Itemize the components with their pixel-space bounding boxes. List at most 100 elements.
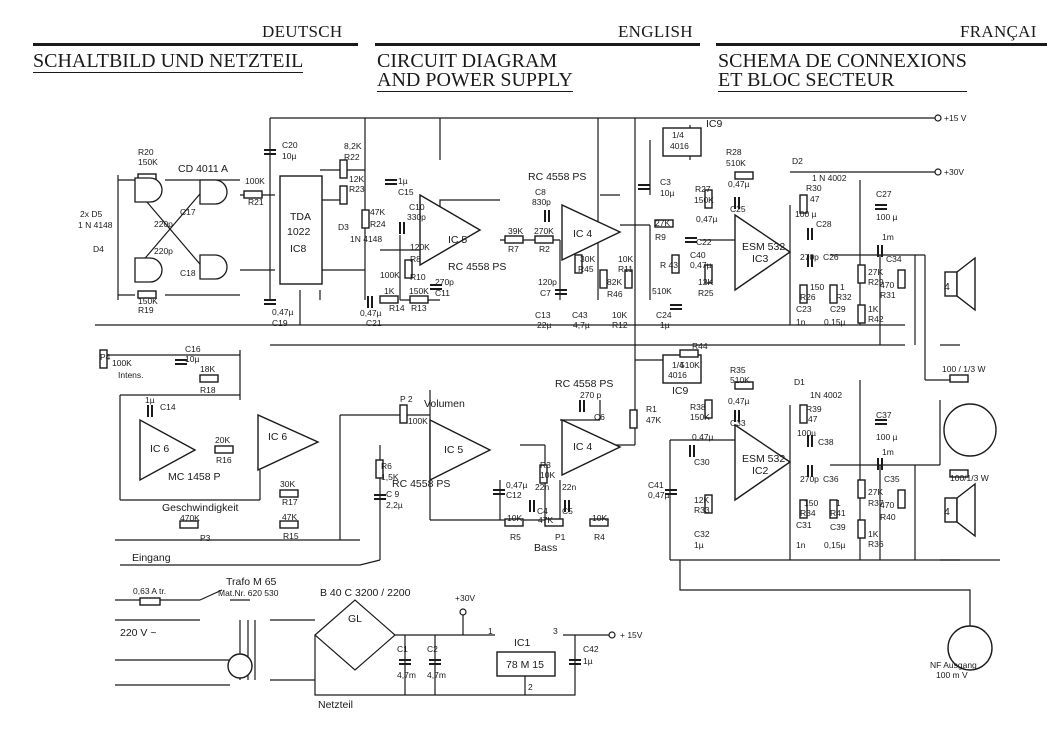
label-c20-value: 10µ xyxy=(282,151,296,161)
label-r17-value: 30K xyxy=(280,479,295,489)
label-c9-value: 2,2µ xyxy=(386,500,403,510)
label-r34: R34 xyxy=(800,508,816,518)
label-nf-level: 100 m V xyxy=(936,670,968,680)
label-c7: C7 xyxy=(540,288,551,298)
label-ic6-a: IC 6 xyxy=(150,443,169,455)
label-d45-value: 1 N 4148 xyxy=(78,220,113,230)
title-fr-line2: ET BLOC SECTEUR xyxy=(718,69,895,91)
label-ic4-b: IC 4 xyxy=(573,441,592,453)
label-r19: R19 xyxy=(138,305,154,315)
label-c11: C11 xyxy=(435,288,450,298)
label-d2-value: 1 N 4002 xyxy=(812,173,847,183)
label-d3-value: 1N 4148 xyxy=(350,234,382,244)
label-c41: C41 xyxy=(648,480,664,490)
label-r12: R12 xyxy=(612,320,628,330)
label-r18-value: 18K xyxy=(200,364,215,374)
label-c3-value: 10µ xyxy=(660,188,674,198)
label-rc4558-d: RC 4558 PS xyxy=(555,378,613,390)
label-c27-value: 100 µ xyxy=(876,212,898,222)
label-r2-value: 270K xyxy=(534,226,554,236)
label-c22: C22 xyxy=(696,237,712,247)
wires xyxy=(95,114,1000,696)
label-r29: R29 xyxy=(868,277,884,287)
label-r13-value: 150K xyxy=(409,286,429,296)
label-c38-value: 100µ xyxy=(797,428,816,438)
label-c18: C18 xyxy=(180,268,196,278)
label-r15: R15 xyxy=(283,531,299,541)
label-r32-value: 1 xyxy=(840,282,845,292)
label-c13-value: 22µ xyxy=(537,320,551,330)
label-c34: C34 xyxy=(886,254,902,264)
label-c5: C5 xyxy=(562,506,573,516)
label-r13: R13 xyxy=(411,303,427,313)
label-r46: R46 xyxy=(607,289,623,299)
label-r4: R4 xyxy=(594,532,605,542)
label-r42-value: 1K xyxy=(868,304,879,314)
label-r4-value: 10K xyxy=(592,513,607,523)
label-r3-value: 10K xyxy=(540,470,555,480)
label-c23: C23 xyxy=(796,304,812,314)
label-tda: TDA xyxy=(290,211,311,223)
label-r8: R8 xyxy=(410,254,421,264)
label-r19-value: 150K xyxy=(138,296,158,306)
din-socket-output xyxy=(947,625,993,671)
label-c38: C38 xyxy=(818,437,834,447)
label-ic9a-fraction: 1/4 xyxy=(672,130,684,140)
label-c33: C33 xyxy=(730,418,746,428)
label-p3-value: 470K xyxy=(180,513,200,523)
label-bass: Bass xyxy=(534,542,557,554)
ic6-opamp-b xyxy=(257,413,320,472)
label-r44: R44 xyxy=(692,341,708,351)
label-c6: C6 xyxy=(594,412,605,422)
speaker-2-cone xyxy=(956,482,976,538)
label-ic2: IC2 xyxy=(752,465,769,477)
label-r7: R7 xyxy=(508,244,519,254)
label-r43-value: 510K xyxy=(652,286,672,296)
label-r26: R26 xyxy=(800,292,816,302)
label-d2: D2 xyxy=(792,156,803,166)
label-r9-value: 27K xyxy=(655,218,670,228)
label-c40: C40 xyxy=(690,250,706,260)
label-c6-value: 270 p xyxy=(580,390,602,400)
label-c28: C28 xyxy=(816,219,832,229)
label-r1: R1 xyxy=(646,404,657,414)
speaker-1-cone xyxy=(956,256,976,312)
label-c29-value: 0,15µ xyxy=(824,317,846,327)
label-c35-value: 1m xyxy=(882,447,894,457)
label-r25: R25 xyxy=(698,288,714,298)
ic6-opamp-a xyxy=(139,418,197,482)
label-r6-value: 1,5K xyxy=(381,472,399,482)
label-res-100-b: 100/1/3 W xyxy=(950,473,989,483)
label-r33: R33 xyxy=(694,505,710,515)
label-r40-value: 470 xyxy=(880,500,894,510)
label-c21: C21 xyxy=(366,318,382,328)
label-ps-15v: + 15V xyxy=(620,630,643,640)
label-ic1: IC1 xyxy=(514,637,531,649)
label-c25: C25 xyxy=(730,204,746,214)
label-r39: R39 xyxy=(806,404,822,414)
label-regulator: 78 M 15 xyxy=(506,659,544,671)
label-d5: 2x D5 xyxy=(80,209,102,219)
lang-label-en: ENGLISH xyxy=(618,22,693,41)
label-r27: R27 xyxy=(695,184,711,194)
label-c19: C19 xyxy=(272,318,288,328)
title-en-line1: CIRCUIT DIAGRAM xyxy=(377,50,558,72)
label-r22-value: 8,2K xyxy=(344,141,362,151)
label-cd4011: CD 4011 A xyxy=(178,163,228,175)
label-ic9b-4016: 4016 xyxy=(668,370,687,380)
label-r32: R32 xyxy=(836,292,852,302)
title-fr-line1: SCHEMA DE CONNEXIONS xyxy=(718,50,967,72)
label-r16: R16 xyxy=(216,455,232,465)
ic1-regulator xyxy=(496,651,556,677)
label-c3: C3 xyxy=(660,177,671,187)
label-r18: R18 xyxy=(200,385,216,395)
component-labels: CD 4011 A R20 150K C17 220p 220p C18 R19… xyxy=(78,113,989,711)
label-r30: R30 xyxy=(806,183,822,193)
label-p4: P4 xyxy=(100,352,111,362)
label-r21-value: 100K xyxy=(245,176,265,186)
title-en-line2: AND POWER SUPPLY xyxy=(377,69,573,91)
label-bridge: B 40 C 3200 / 2200 xyxy=(320,587,411,599)
label-r37: R37 xyxy=(868,498,884,508)
label-ic5: IC 5 xyxy=(448,234,467,246)
label-c37-value: 100 µ xyxy=(876,432,898,442)
